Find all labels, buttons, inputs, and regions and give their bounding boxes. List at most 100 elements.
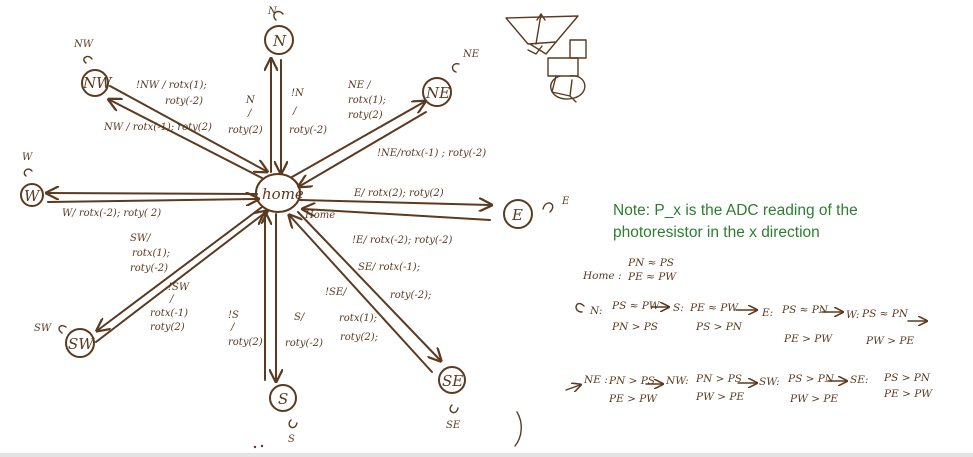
node-n-tag: N: [267, 6, 278, 17]
svg-text:/: /: [247, 108, 253, 119]
edge-home-w: [48, 193, 258, 194]
node-w: W W: [20, 152, 44, 207]
svg-text:!NW / rotx(1);: !NW / rotx(1);: [136, 80, 207, 91]
svg-text:roty(2): roty(2): [348, 110, 383, 121]
svg-text:N: N: [272, 32, 287, 50]
svg-text:roty(2);: roty(2);: [340, 332, 378, 343]
svg-text:roty(-2);: roty(-2);: [390, 290, 431, 301]
edge-home-ne: [291, 102, 424, 178]
logic-w-label: W:: [846, 309, 859, 321]
svg-text:!N: !N: [291, 88, 305, 99]
logic-home-label: Home :: [582, 270, 622, 282]
logic-se-label: SE:: [850, 374, 868, 386]
svg-text:PS ≈ PN: PS ≈ PN: [781, 304, 829, 316]
logic-nw-label: NW:: [665, 375, 689, 387]
node-e-tag: E: [561, 196, 570, 207]
logic-s-label: S:: [673, 302, 684, 314]
edges: [48, 60, 490, 380]
svg-text:PN ≈ PS: PN ≈ PS: [627, 257, 674, 269]
svg-text:!E/ rotx(-2); roty(-2): !E/ rotx(-2); roty(-2): [352, 235, 453, 246]
svg-text:PE > PW: PE > PW: [608, 393, 658, 405]
svg-text:NW: NW: [82, 74, 113, 92]
edge-home-se: [297, 211, 440, 360]
edge-nw-home: [109, 85, 266, 171]
svg-text:PE > PW: PE > PW: [883, 388, 933, 400]
svg-text:PN > PS: PN > PS: [611, 321, 658, 333]
svg-text:W/ rotx(-2); roty( 2): W/ rotx(-2); roty( 2): [62, 208, 161, 219]
svg-text:PE > PW: PE > PW: [783, 333, 833, 345]
node-sw: SW SW: [34, 323, 95, 358]
edge-home-sw: [98, 206, 263, 330]
svg-text:PS > PN: PS > PN: [695, 321, 743, 333]
svg-text:SE/ rotx(-1);: SE/ rotx(-1);: [358, 262, 420, 273]
svg-text:rotx(1);: rotx(1);: [339, 313, 377, 324]
g-arrow-glyph: [575, 302, 585, 313]
svg-text:PS ≈ PW: PS ≈ PW: [611, 300, 661, 312]
svg-text:rotx(-1): rotx(-1): [150, 308, 188, 319]
svg-text:E: E: [511, 206, 523, 224]
svg-text:PE ≈ PW: PE ≈ PW: [627, 271, 677, 283]
svg-text:home: home: [262, 185, 304, 203]
svg-text:PS ≈ PN: PS ≈ PN: [861, 308, 909, 320]
svg-text:E/ rotx(2); roty(2): E/ rotx(2); roty(2): [353, 188, 444, 199]
svg-text:rotx(1);: rotx(1);: [132, 248, 170, 259]
svg-text:NE: NE: [425, 84, 450, 102]
node-nw-tag: NW: [73, 39, 94, 50]
edge-home-nw: [110, 100, 263, 179]
svg-text:roty(-2): roty(-2): [289, 125, 327, 136]
stray-dot: [260, 444, 264, 448]
node-se-tag: SE: [446, 420, 461, 431]
note-text: Note: P_x is the ADC reading of the phot…: [613, 202, 858, 241]
logic-table: Home : PN ≈ PS PE ≈ PW N: PS ≈ PW PN > P…: [565, 257, 933, 405]
svg-text:roty(-2): roty(-2): [130, 263, 168, 274]
svg-text:roty(2): roty(2): [150, 322, 185, 333]
node-ne-tag: NE: [462, 49, 480, 60]
logic-sw-label: SW:: [759, 376, 780, 388]
svg-text:S/: S/: [294, 312, 306, 323]
svg-text:PW > PE: PW > PE: [789, 393, 838, 405]
svg-text:PS > PN: PS > PN: [883, 372, 931, 384]
svg-text:N: N: [245, 95, 256, 106]
svg-text:roty(2): roty(2): [228, 337, 263, 348]
logic-e-label: E:: [761, 307, 773, 319]
svg-text:/: /: [292, 106, 298, 117]
svg-text:SW: SW: [68, 335, 95, 353]
node-e: E E: [503, 196, 570, 229]
mechanism-sketch: [505, 13, 587, 103]
edge-sw-home: [95, 212, 266, 343]
svg-text:PW > PE: PW > PE: [695, 391, 744, 403]
svg-text:PN > PS: PN > PS: [695, 373, 742, 385]
node-s-tag: S: [288, 434, 295, 445]
node-nw: NW NW: [73, 39, 113, 97]
svg-text:!NE/rotx(-1) ; roty(-2): !NE/rotx(-1) ; roty(-2): [377, 148, 486, 159]
svg-text:!SE/: !SE/: [325, 287, 348, 298]
edge-home-e: [299, 200, 490, 205]
svg-text:SW/: SW/: [130, 233, 152, 244]
node-n: N N: [264, 6, 294, 55]
edge-w-home: [47, 199, 257, 202]
svg-text:NE /: NE /: [347, 80, 372, 91]
svg-text:PN > PS: PN > PS: [608, 375, 655, 387]
stray-dot: [253, 445, 257, 449]
svg-text:PS > PN: PS > PN: [787, 373, 835, 385]
edge-ne-home: [300, 111, 427, 186]
svg-text:SE: SE: [442, 372, 463, 390]
svg-text:rotx(1);: rotx(1);: [348, 95, 386, 106]
svg-text:roty(2): roty(2): [228, 125, 263, 136]
node-ne: NE NE: [422, 49, 480, 107]
svg-text:S: S: [278, 390, 288, 408]
svg-text:roty(-2): roty(-2): [165, 96, 203, 107]
stray-mark: [514, 411, 522, 447]
svg-text:Home: Home: [304, 210, 335, 221]
svg-text:NW / rotx(-1); roty(2): NW / rotx(-1); roty(2): [103, 122, 212, 133]
svg-text:!S: !S: [228, 310, 239, 321]
node-home: home: [255, 173, 304, 213]
svg-text:PE ≈ PW: PE ≈ PW: [689, 302, 739, 314]
edge-se-home: [290, 216, 433, 373]
svg-text:roty(-2): roty(-2): [285, 338, 323, 349]
svg-text:W: W: [24, 187, 41, 205]
node-w-tag: W: [22, 152, 33, 163]
svg-text:/: /: [230, 322, 236, 333]
svg-text:/: /: [169, 294, 175, 305]
